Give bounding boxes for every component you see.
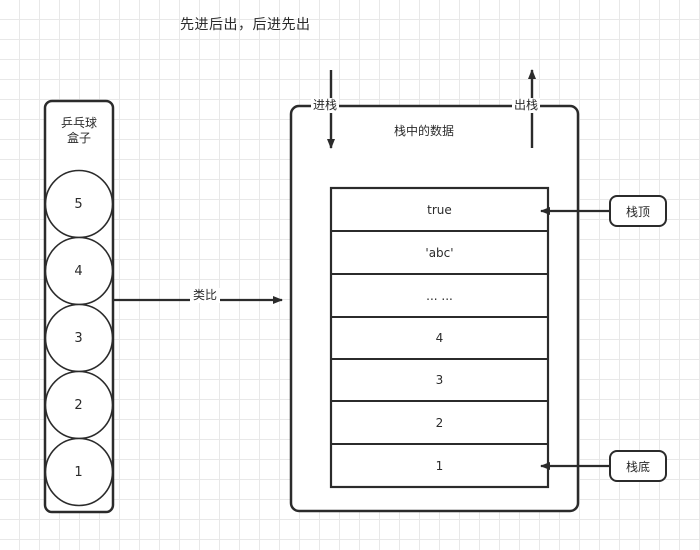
ball-box-label-line2: 盒子	[66, 131, 91, 145]
stack-row: 'abc'	[425, 246, 454, 260]
page-title: 先进后出，后进先出	[180, 17, 311, 33]
ball-circle	[44, 437, 114, 507]
stack-row: 1	[435, 459, 444, 473]
stack-row: 4	[435, 331, 444, 345]
ball-label: 4	[74, 264, 83, 279]
ball-box-label: 乒乓球 盒子	[50, 116, 108, 146]
ball-label: 3	[74, 331, 83, 346]
ball-label: 1	[74, 465, 83, 480]
stack-row: ... ...	[426, 289, 453, 303]
push-label: 进栈	[311, 98, 340, 113]
stack-row: 3	[435, 373, 444, 387]
pop-label: 出栈	[512, 98, 541, 113]
stack-row: true	[427, 203, 452, 217]
analogy-label: 类比	[190, 288, 221, 303]
stack-row: 2	[435, 416, 444, 430]
stack-data-label: 栈中的数据	[394, 124, 455, 138]
ball-label: 2	[74, 398, 83, 413]
stack-table	[329, 186, 550, 489]
stack-bottom-callout: 栈底	[609, 450, 667, 482]
ball-box-label-line1: 乒乓球	[60, 116, 97, 130]
ball-label: 5	[74, 197, 83, 212]
stack-top-callout: 栈顶	[609, 195, 667, 227]
